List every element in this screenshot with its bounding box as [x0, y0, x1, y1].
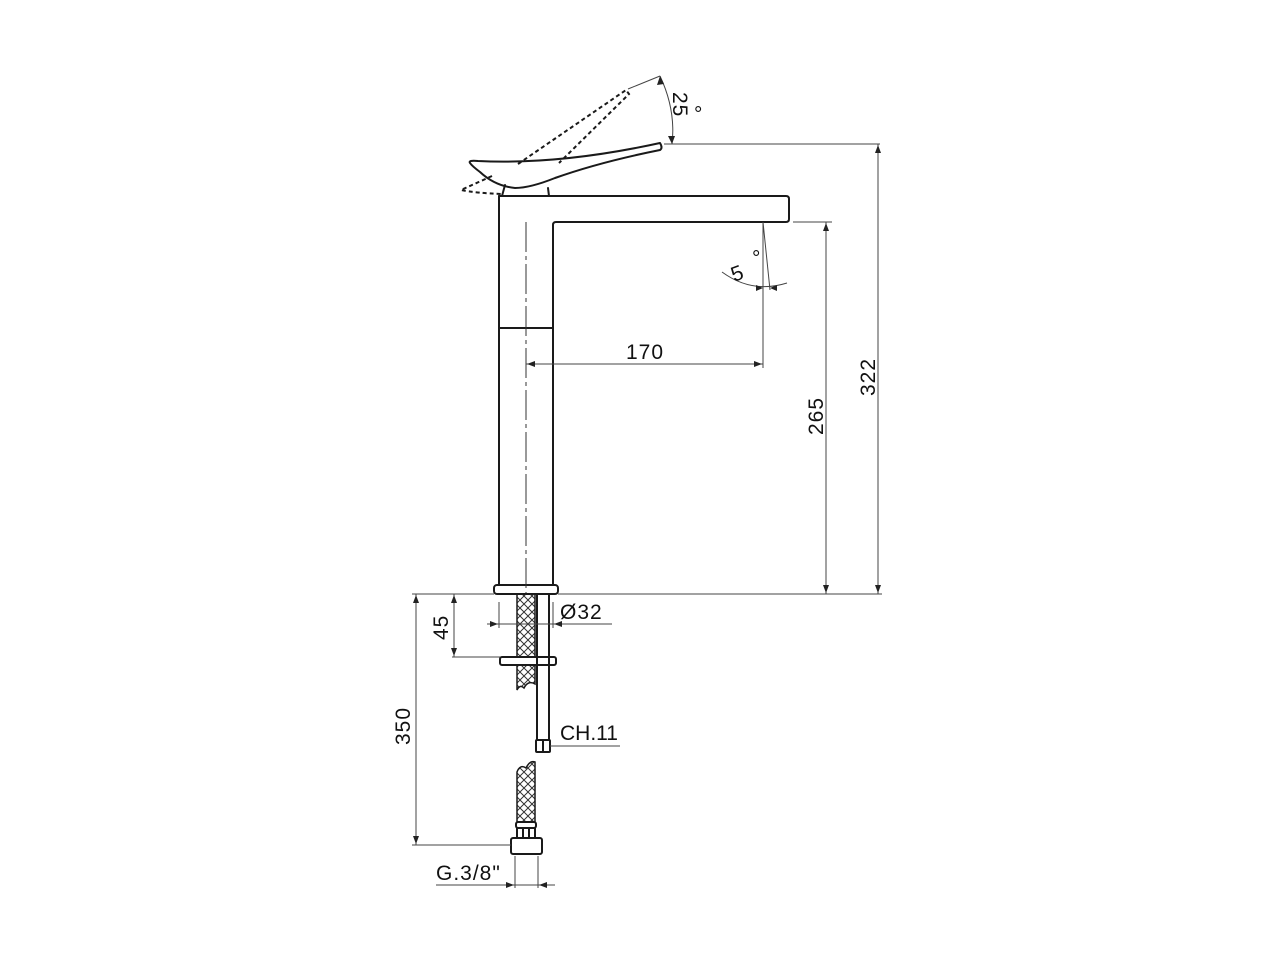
under-deck-assembly	[499, 593, 557, 855]
spout-angle-dimension: 5 °	[721, 221, 788, 368]
total-height-label: 322	[857, 358, 880, 396]
faucet-body	[493, 195, 790, 595]
hose-length-label: 350	[392, 707, 415, 745]
body-diameter-label: Ø32	[560, 601, 603, 624]
deck-thickness-label: 45	[430, 615, 453, 640]
total-height-dimension: 322	[857, 144, 881, 594]
hose-length-dimension: 350	[392, 593, 511, 846]
lever-angle-dimension: 25 °	[627, 75, 880, 145]
spout-height-label: 265	[805, 397, 828, 435]
hex-key-label: CH.11	[560, 722, 618, 745]
lever-angle-label: 25	[668, 92, 691, 117]
connection-thread-dimension: G.3/8"	[436, 856, 555, 888]
lever-handle	[457, 88, 663, 197]
body-diameter-dimension: Ø32	[487, 601, 612, 628]
deck-thickness-dimension: 45	[430, 594, 500, 658]
spout-angle-unit: °	[752, 247, 761, 270]
connection-thread-label: G.3/8"	[436, 862, 501, 885]
spout-height-dimension: 265	[558, 221, 882, 595]
lever-angle-unit: °	[694, 103, 703, 126]
spout-reach-dimension: 170	[526, 341, 763, 367]
hex-key-callout: CH.11	[550, 722, 620, 747]
spout-reach-label: 170	[626, 341, 664, 364]
spout-angle-label: 5	[728, 261, 748, 287]
